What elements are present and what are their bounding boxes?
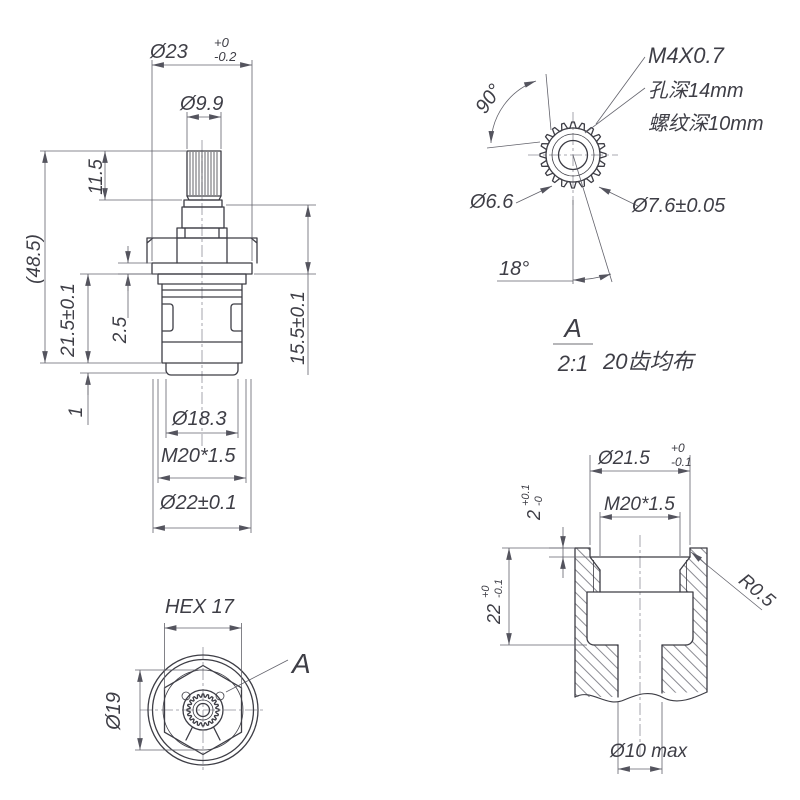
dim-bore-tol-minus: -0.1 (671, 455, 692, 469)
dim-mid-height-lines (226, 204, 316, 375)
dim-base-dia-lines (165, 379, 239, 438)
dim-flange-dia-lines (151, 60, 253, 261)
hub-inner-circle (192, 699, 214, 721)
cartridge-outline (146, 150, 258, 376)
thread-crest-lines (593, 560, 687, 592)
bottom-view: HEX 17 Ø19 A (103, 596, 311, 773)
hatch-left-wall (575, 548, 618, 697)
dim-outer-dia: Ø19 (103, 692, 125, 731)
dim-bore-lines (589, 455, 691, 545)
hole-depth-note: 孔深14mm (648, 80, 744, 102)
dim-stem-dia: Ø9.9 (179, 93, 223, 115)
corner-radius-leader (690, 551, 763, 611)
dim-counterbore-depth-group: 2 +0.1 -0 (520, 484, 545, 521)
dim-depth: 22 (484, 604, 504, 625)
detail-label: A (562, 313, 581, 343)
hub-spline-gear (186, 693, 220, 727)
dim-hole-dia: Ø10 max (609, 741, 689, 762)
spline-knurl-lines (189, 152, 218, 195)
detail-scale: 2:1 (557, 351, 589, 376)
dim-thread-lines (157, 379, 247, 483)
dim-stem-dia-lines (186, 112, 222, 149)
dim-flange-dia-tol-plus: +0 (214, 35, 230, 50)
hole-chamfer-circle (551, 133, 595, 177)
dim-outer-dia-lines (135, 669, 203, 751)
tapped-hole-circle (557, 139, 589, 171)
dim-counterbore-depth: 2 (524, 510, 544, 521)
dim-flange-thickness: 2.5 (110, 316, 131, 344)
dim-depth-tol-minus: -0.1 (493, 579, 505, 598)
dim-thread: M20*1.5 (161, 445, 236, 467)
hub-legs (185, 727, 221, 741)
section-outline (574, 547, 708, 698)
angle-18-label: 18° (499, 258, 529, 280)
outer-circle (147, 654, 259, 766)
spline-root-circle (545, 127, 601, 183)
angle-18-lines (497, 154, 613, 284)
hub-ear-left (181, 691, 191, 701)
dim-hex-lines (164, 623, 242, 690)
dim-base-step: 1 (66, 407, 87, 418)
dim-base-step-lines (80, 372, 166, 425)
dim-hex: HEX 17 (165, 596, 235, 618)
thread-callout-leaders (584, 56, 646, 134)
front-view: Ø23 +0 -0.2 Ø9.9 11.5 (48.5) 21.5±0.1 (24, 35, 316, 533)
hub-ear-right (215, 691, 225, 701)
dim-mid-height: 15.5±0.1 (288, 291, 309, 365)
dim-stem-height: 11.5 (86, 159, 107, 195)
detail-ref-label: A (290, 648, 311, 679)
dim-flange-thickness-lines (118, 246, 152, 318)
angle-90-label: 90° (471, 80, 506, 117)
dim-depth-lines (500, 547, 587, 646)
hub-hole-circle (195, 702, 211, 718)
dim-flange-dia: Ø23 (149, 41, 188, 63)
dim-overall-height: (48.5) (24, 234, 45, 284)
detail-view: 90° M4X0.7 孔深14mm 螺纹深10mm Ø6.6 Ø7.6±0.05… (469, 43, 764, 376)
dim-lower-height: 21.5±0.1 (58, 283, 79, 358)
thread-callout: M4X0.7 (648, 43, 725, 68)
dim-flange-dia-tol-minus: -0.2 (214, 49, 237, 64)
section-view: Ø21.5 +0 -0.1 M20*1.5 2 +0.1 -0 22 +0 (480, 441, 779, 774)
thread-depth-note: 螺纹深10mm (648, 113, 764, 135)
dim-depth-group: 22 +0 -0.1 (480, 579, 505, 625)
teeth-note: 20齿均布 (602, 349, 696, 374)
dim-base-dia: Ø18.3 (171, 408, 226, 430)
inner-rim-circle (151, 658, 255, 762)
dim-hole-lines (617, 702, 663, 774)
hex-outline (163, 664, 243, 756)
dim-section-thread: M20*1.5 (604, 494, 675, 515)
tip-dia-leader (598, 186, 639, 207)
dim-counterbore-tol-minus: -0 (533, 495, 545, 506)
dim-body-dia-lines (152, 379, 252, 533)
detail-ref-leader (225, 659, 289, 693)
dim-depth-tol-plus: +0 (480, 585, 492, 598)
hatch-right-wall (662, 548, 707, 693)
dim-overall-height-lines (40, 151, 161, 364)
tip-dia-label: Ø7.6±0.05 (631, 195, 726, 217)
dim-body-dia: Ø22±0.1 (159, 492, 237, 514)
break-line (574, 691, 708, 703)
dim-bore-dia: Ø21.5 (597, 448, 650, 469)
root-dia-leader (515, 185, 553, 204)
dim-stem-height-lines (40, 150, 186, 201)
angle-90-lines (486, 73, 552, 149)
dim-counterbore-tol-plus: +0.1 (520, 484, 532, 506)
root-dia-label: Ø6.6 (469, 191, 514, 213)
dim-section-thread-lines (599, 512, 681, 556)
hub-circle (182, 689, 224, 731)
dim-bore-tol-plus: +0 (671, 441, 685, 455)
